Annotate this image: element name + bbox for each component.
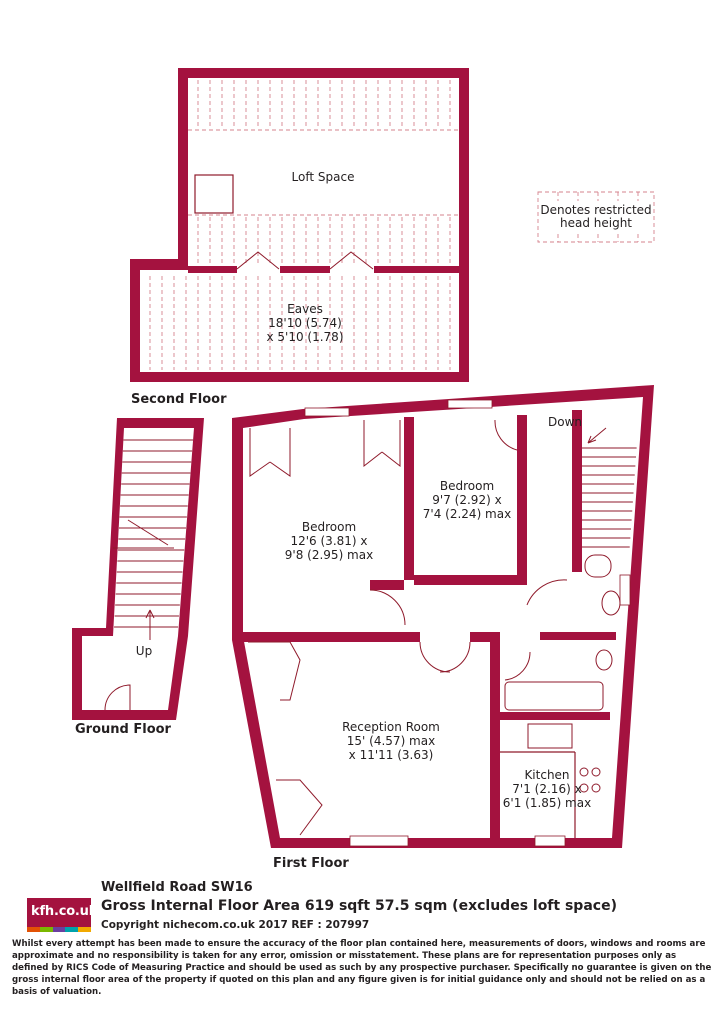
basin <box>601 590 621 616</box>
window <box>534 835 566 847</box>
logo-bar-segment <box>27 927 40 932</box>
first-floor-title: First Floor <box>273 856 349 871</box>
disclaimer-text: Whilst every attempt has been made to en… <box>12 939 712 997</box>
copyright-line: Copyright nichecom.co.uk 2017 REF : 2079… <box>101 919 370 931</box>
window <box>304 407 350 417</box>
bedroom-door <box>369 589 406 626</box>
bedroom2-label: Bedroom <box>440 479 494 493</box>
toilet <box>584 554 612 578</box>
reception-dim1: 15' (4.57) max <box>347 734 435 748</box>
hob-ring <box>579 767 589 777</box>
legend-swatch <box>537 191 655 243</box>
up-arrow-icon <box>145 609 155 640</box>
bedroom1-dim2: 9'8 (2.95) max <box>285 548 373 562</box>
reception-label: Reception Room <box>342 720 440 734</box>
ground-floor-plan: Up Ground Floor <box>72 418 204 737</box>
bedroom1-dim1: 12'6 (3.81) x <box>290 534 367 548</box>
property-address: Wellfield Road SW16 <box>101 880 253 895</box>
window <box>619 574 631 606</box>
first-floor-stairs <box>582 447 637 548</box>
bedroom2-door <box>494 419 518 451</box>
legend-line2: head height <box>560 216 632 230</box>
window <box>447 399 493 409</box>
gross-internal-area: Gross Internal Floor Area 619 sqft 57.5 … <box>101 898 617 914</box>
down-label: Down <box>548 415 582 429</box>
loft-hatch <box>194 174 234 214</box>
logo-text: kfh.co.uk <box>31 904 98 919</box>
kitchen-dim1: 7'1 (2.16) x <box>512 782 581 796</box>
ground-floor-title: Ground Floor <box>75 722 172 737</box>
reception-dim2: x 11'11 (3.63) <box>349 748 434 762</box>
second-floor-plan: Loft Space Eaves 18'10 (5.74) x 5'10 (1.… <box>130 68 469 407</box>
kitchen-sink <box>527 723 573 749</box>
logo-colour-bar <box>27 927 91 932</box>
kitchen-dim2: 6'1 (1.85) max <box>503 796 591 810</box>
front-door <box>104 684 131 711</box>
window <box>349 835 409 847</box>
down-arrow-icon <box>587 427 607 444</box>
logo-bar-segment <box>39 927 53 932</box>
legend-line1: Denotes restricted <box>540 203 651 217</box>
logo-bar-segment <box>65 927 79 932</box>
restricted-height-hatching <box>149 80 459 370</box>
first-floor-walls <box>232 385 654 848</box>
bedroom2-dim2: 7'4 (2.24) max <box>423 507 511 521</box>
eaves-dim1: 18'10 (5.74) <box>268 316 342 330</box>
eaves-label: Eaves <box>287 302 323 316</box>
logo-bar-segment <box>52 927 66 932</box>
bathroom-door <box>526 579 568 606</box>
kitchen-label: Kitchen <box>524 768 569 782</box>
bedroom1-label: Bedroom <box>302 520 356 534</box>
floor-plan: Loft Space Eaves 18'10 (5.74) x 5'10 (1.… <box>72 68 655 871</box>
loft-space-label: Loft Space <box>292 170 355 184</box>
kfh-logo: kfh.co.uk <box>27 898 97 932</box>
first-floor-plan: Bedroom 12'6 (3.81) x 9'8 (2.95) max Bed… <box>232 385 654 871</box>
second-floor-title: Second Floor <box>131 392 227 407</box>
reception-door <box>419 641 451 673</box>
eaves-dim2: x 5'10 (1.78) <box>266 330 343 344</box>
bedroom2-dim1: 9'7 (2.92) x <box>432 493 501 507</box>
logo-bar-segment <box>78 927 91 932</box>
bath <box>504 681 604 711</box>
legend: Denotes restricted head height <box>537 191 655 243</box>
ground-floor-walls <box>72 418 204 720</box>
up-label: Up <box>136 644 152 658</box>
